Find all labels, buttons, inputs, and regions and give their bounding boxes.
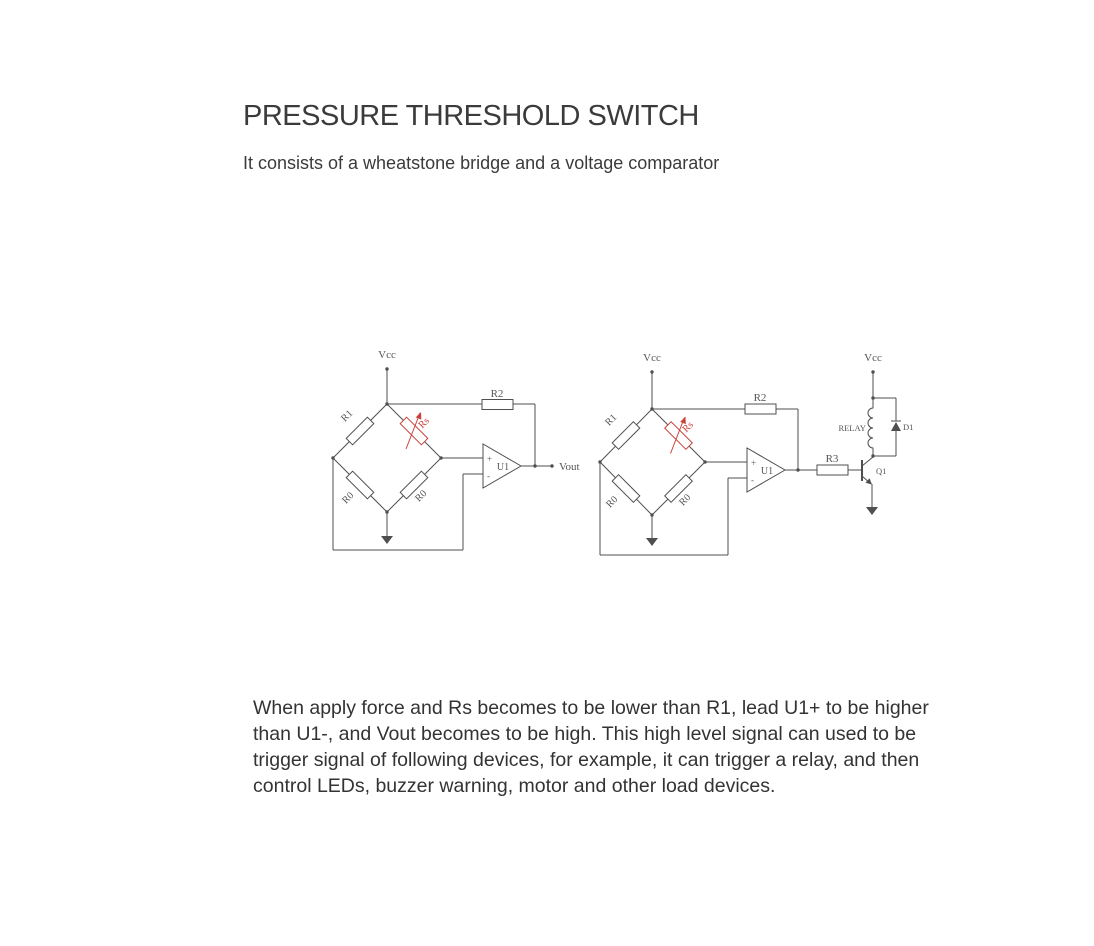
label-vout: Vout <box>559 461 580 473</box>
resistor-r0-left-b <box>399 470 429 500</box>
resistor-r0-right-b <box>664 474 693 503</box>
description-line-1: When apply force and Rs becomes to be lo… <box>253 697 929 719</box>
label-plus-left: + <box>487 454 492 464</box>
junction-dot <box>871 396 875 400</box>
junction-dot <box>871 370 875 374</box>
label-minus-right: - <box>751 475 754 485</box>
label-vcc-left: Vcc <box>378 349 396 361</box>
junction-dot <box>703 460 707 464</box>
description-line-4: control LEDs, buzzer warning, motor and … <box>253 775 776 797</box>
description-paragraph: When apply force and Rs becomes to be lo… <box>253 695 1053 799</box>
junction-dot <box>331 456 335 460</box>
junction-dot <box>871 454 875 458</box>
junction-dot <box>650 513 654 517</box>
resistor-rs-sensor-right <box>664 421 693 450</box>
sensor-arrowhead-left <box>415 412 422 420</box>
label-r2-right: R2 <box>754 392 767 404</box>
ground-symbol-left <box>381 536 393 544</box>
junction-dot <box>533 464 537 468</box>
resistor-r2-right <box>744 403 777 415</box>
resistor-r3 <box>816 464 849 476</box>
label-minus-left: - <box>487 471 490 481</box>
label-plus-right: + <box>751 458 756 468</box>
resistor-rs-sensor-left <box>399 416 429 446</box>
label-r1-right: R1 <box>603 412 619 428</box>
label-r0b-right: R0 <box>677 492 693 508</box>
opamp-u1-left <box>482 443 522 489</box>
ground-symbol-bridge-right <box>646 538 658 546</box>
sensor-arrow-left <box>405 412 421 450</box>
diode-d1 <box>891 422 901 431</box>
junction-dot <box>650 370 654 374</box>
page-title: PRESSURE THRESHOLD SWITCH <box>243 100 699 132</box>
sensor-arrow-right <box>670 417 685 454</box>
junction-dot <box>598 460 602 464</box>
resistor-r1-left <box>345 416 375 446</box>
label-q1: Q1 <box>876 466 886 476</box>
label-d1: D1 <box>903 422 913 432</box>
label-r0a-left: R0 <box>340 490 356 506</box>
junction-dot <box>796 468 800 472</box>
label-r2-left: R2 <box>491 388 504 400</box>
resistor-r2-left <box>481 399 514 410</box>
resistor-r1-right <box>611 421 641 450</box>
label-vcc-relay: Vcc <box>864 352 882 364</box>
label-r3: R3 <box>826 453 839 465</box>
label-relay: RELAY <box>838 423 866 433</box>
wheatstone-comparator-circuit: Vcc R1 Rs R0 R0 R2 + - U1 Vout <box>331 349 580 551</box>
junction-dot <box>385 510 389 514</box>
label-u1-right: U1 <box>761 466 773 477</box>
transistor-emitter-arrow <box>865 478 872 485</box>
label-u1-left: U1 <box>497 462 509 473</box>
label-r0a-right: R0 <box>604 494 620 510</box>
ground-symbol-emitter <box>866 507 878 515</box>
junction-dot <box>385 367 389 371</box>
relay-coil <box>867 398 874 456</box>
label-vcc-right: Vcc <box>643 352 661 364</box>
label-r0b-left: R0 <box>413 488 429 504</box>
sensor-arrowhead-right <box>680 416 686 425</box>
junction-dot <box>650 407 654 411</box>
resistor-r0-left-a <box>345 470 375 500</box>
opamp-u1-right <box>746 447 786 493</box>
circuit-diagram: Vcc R1 Rs R0 R0 R2 + - U1 Vout <box>331 349 913 556</box>
description-line-2: than U1-, and Vout becomes to be high. T… <box>253 723 917 745</box>
page-subtitle: It consists of a wheatstone bridge and a… <box>243 153 720 173</box>
description-line-3: trigger signal of following devices, for… <box>253 749 920 771</box>
junction-dot <box>439 456 443 460</box>
label-r1-left: R1 <box>339 408 355 424</box>
junction-dot <box>385 402 389 406</box>
junction-dot <box>550 464 554 468</box>
resistor-r0-right-a <box>611 474 641 503</box>
relay-driver-circuit: Vcc R1 Rs R0 R0 R2 + - U1 R3 Vcc RELAY D… <box>598 352 913 556</box>
wires-left <box>332 369 553 551</box>
